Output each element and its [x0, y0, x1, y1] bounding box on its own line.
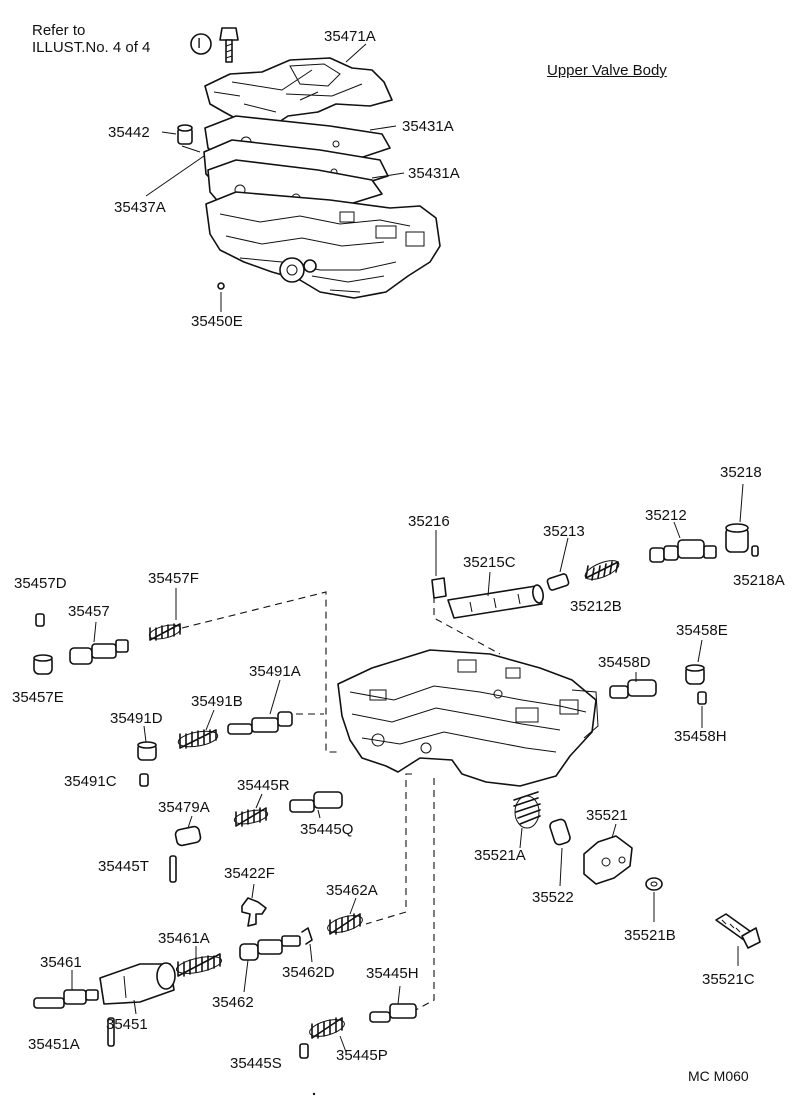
plug-35442-drawing — [177, 124, 193, 145]
part-label: 35457F — [148, 570, 199, 587]
valve-35458d-drawing — [609, 679, 657, 699]
part-label: 35522 — [532, 889, 574, 906]
spring-35491b-drawing — [179, 729, 217, 749]
part-label: 35442 — [108, 124, 150, 141]
part-label: 35457D — [14, 575, 67, 592]
spring-35445p-drawing — [311, 1017, 343, 1039]
spring-35521a-drawing — [513, 791, 541, 825]
part-label: 35461 — [40, 954, 82, 971]
plug-35479a-drawing — [174, 825, 202, 847]
sleeve-35215c-drawing — [447, 584, 544, 619]
plug-35491d-drawing — [137, 741, 157, 761]
pin-35451a-drawing — [107, 1017, 115, 1047]
part-label: 35457E — [12, 689, 64, 706]
part-label: 35431A — [402, 118, 454, 135]
part-label: 35437A — [114, 199, 166, 216]
part-label: 35462D — [282, 964, 335, 981]
clip-35491c-drawing — [139, 773, 149, 787]
valve-35457-drawing — [69, 639, 129, 665]
diagram-title: Upper Valve Body — [547, 62, 667, 79]
part-label: 35521 — [586, 807, 628, 824]
reference-bolt-drawing — [219, 27, 239, 63]
reference-note-line-1: Refer to — [32, 22, 86, 39]
valve-35491a-drawing — [227, 711, 293, 735]
washer-35521b-drawing — [645, 877, 663, 891]
spring-35461a-drawing — [177, 953, 221, 977]
clip-35445s-drawing — [299, 1043, 309, 1059]
sleeve-35451-drawing — [99, 962, 176, 1005]
valve-35461-drawing — [33, 989, 99, 1009]
clip-35457d-drawing — [35, 613, 45, 627]
part-label: 35458H — [674, 728, 727, 745]
upper-valve-body-assembly-illustration — [145, 27, 441, 312]
part-label: 35431A — [408, 165, 460, 182]
part-label: 35491C — [64, 773, 117, 790]
reference-circle-symbol — [190, 33, 212, 55]
part-label: 35457 — [68, 603, 110, 620]
spring-35462a-drawing — [329, 913, 361, 935]
part-label: 35451 — [106, 1016, 148, 1033]
part-label: 35218 — [720, 464, 762, 481]
part-label: 35215C — [463, 554, 516, 571]
part-label: 35491B — [191, 693, 243, 710]
part-label: 35458D — [598, 654, 651, 671]
part-label: 35451A — [28, 1036, 80, 1053]
lower-valve-body-casting-drawing — [337, 649, 597, 787]
part-label: 35521A — [474, 847, 526, 864]
spring-35457f-drawing — [149, 623, 181, 641]
part-label: 35218A — [733, 572, 785, 589]
clip-35458h-drawing — [697, 691, 707, 705]
part-label: 35445H — [366, 965, 419, 982]
part-label: 35462 — [212, 994, 254, 1011]
part-label: 35491D — [110, 710, 163, 727]
part-label: 35445T — [98, 858, 149, 875]
valve-35462-drawing — [239, 935, 301, 961]
reference-note: Refer to ILLUST.No. 4 of 4 — [32, 22, 150, 56]
plug-35522-drawing — [549, 818, 571, 846]
part-label: 35462A — [326, 882, 378, 899]
part-label: 35479A — [158, 799, 210, 816]
spring-35445r-drawing — [235, 807, 267, 827]
part-label: 35422F — [224, 865, 275, 882]
part-label: 35445P — [336, 1047, 388, 1064]
part-label: 35212 — [645, 507, 687, 524]
part-label: 35491A — [249, 663, 301, 680]
upper-valve-body-casting-drawing — [205, 191, 441, 299]
plug-35218-drawing — [725, 523, 749, 553]
part-label: 35212B — [570, 598, 622, 615]
part-label: 35216 — [408, 513, 450, 530]
pin-35445t-drawing — [169, 855, 177, 883]
pin-35216-drawing — [431, 577, 447, 599]
part-label: 35445S — [230, 1055, 282, 1072]
part-label: 35445Q — [300, 821, 354, 838]
part-label: 35458E — [676, 622, 728, 639]
retainer-35422f-drawing — [241, 897, 267, 927]
clip-35462d-drawing — [301, 927, 313, 945]
reference-symbol-letter: I — [197, 35, 202, 52]
part-label: 35445R — [237, 777, 290, 794]
detent-plate-35521-drawing — [583, 835, 633, 885]
part-label: 35471A — [324, 28, 376, 45]
figure-code: MC M060 — [688, 1068, 749, 1084]
part-label: 35461A — [158, 930, 210, 947]
part-label: 35521C — [702, 971, 755, 988]
part-label: 35213 — [543, 523, 585, 540]
part-label: 35521B — [624, 927, 676, 944]
retainer-35213-drawing — [546, 573, 570, 591]
plug-35458e-drawing — [685, 664, 705, 685]
valve-35212-drawing — [649, 539, 717, 563]
bolt-35521c-drawing — [715, 913, 761, 949]
valve-35445q-drawing — [289, 791, 343, 813]
valve-35445h-drawing — [369, 1003, 417, 1023]
reference-note-line-2: ILLUST.No. 4 of 4 — [32, 39, 151, 56]
clip-35218a-drawing — [751, 545, 759, 557]
plug-35457e-drawing — [33, 654, 53, 675]
lower-valve-body-assembly-illustration — [181, 591, 599, 1013]
part-label: 35450E — [191, 313, 243, 330]
